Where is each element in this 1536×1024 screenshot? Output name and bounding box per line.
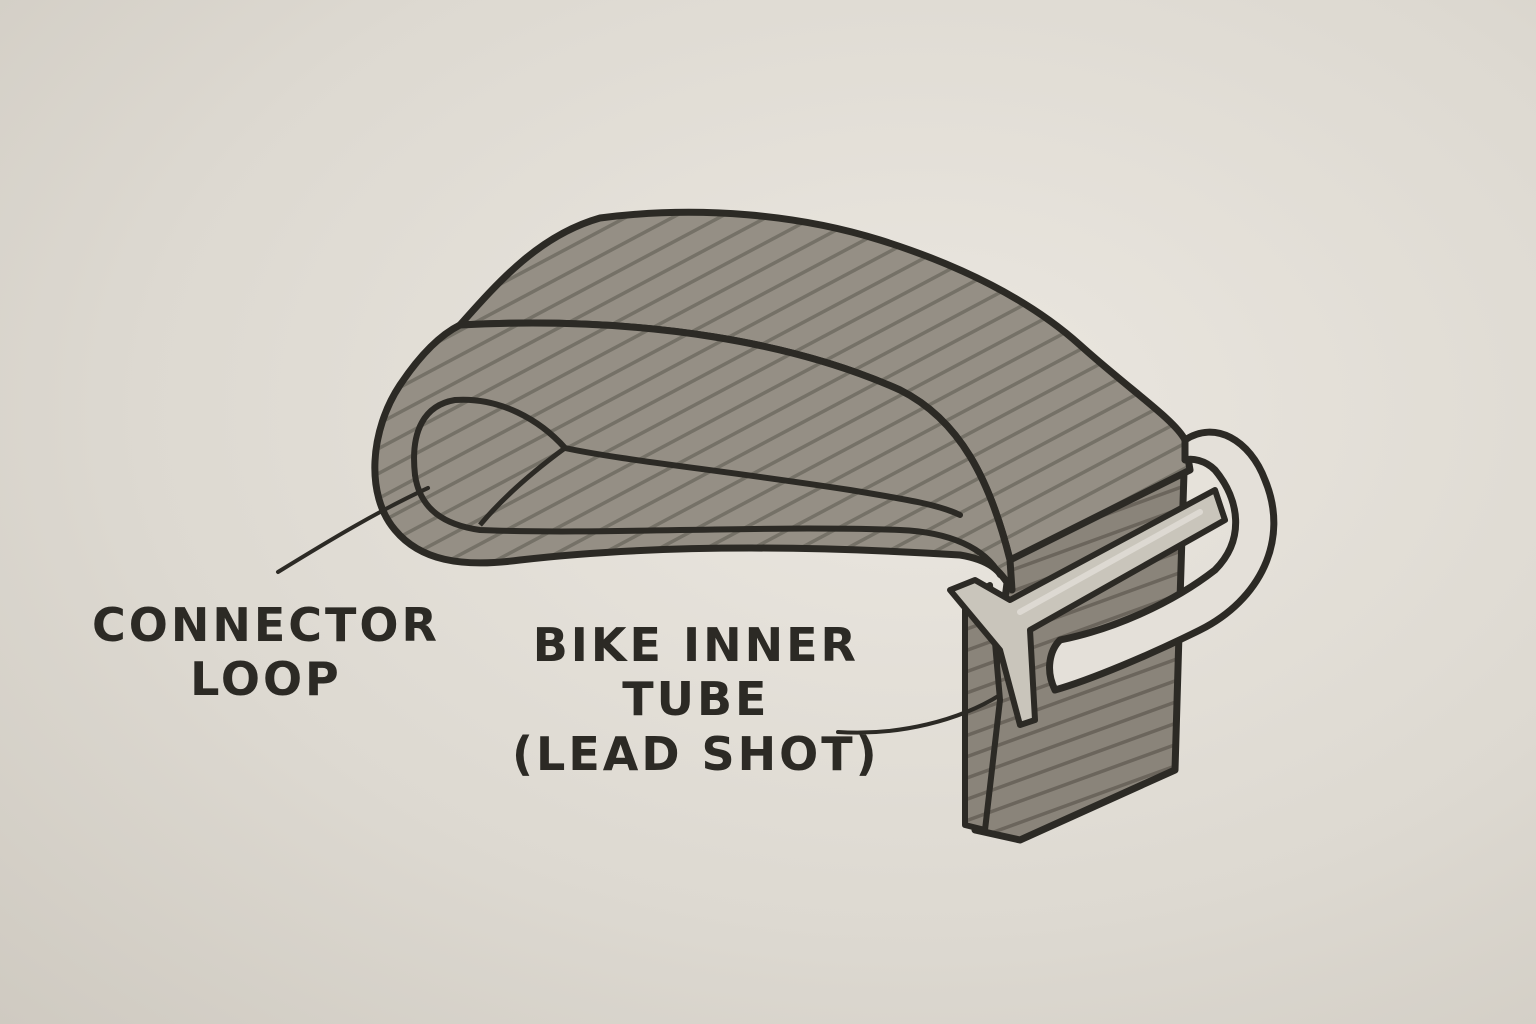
label-line: BIKE INNER [532,618,859,672]
label-line: (LEAD SHOT) [512,726,880,781]
connector-loop-leader-line [276,486,430,574]
label-line: TUBE [622,672,770,727]
buckle-bar [947,487,1228,728]
front-fold [371,319,1016,594]
buckle-ring [1046,428,1278,694]
inner-tube-leader-line [836,693,1002,735]
label-line: CONNECTOR [92,598,440,652]
bike-inner-tube-label: BIKE INNER TUBE (LEAD SHOT) [512,618,880,781]
label-line: LOOP [190,652,342,707]
connector-loop-label: CONNECTOR LOOP [92,598,440,707]
